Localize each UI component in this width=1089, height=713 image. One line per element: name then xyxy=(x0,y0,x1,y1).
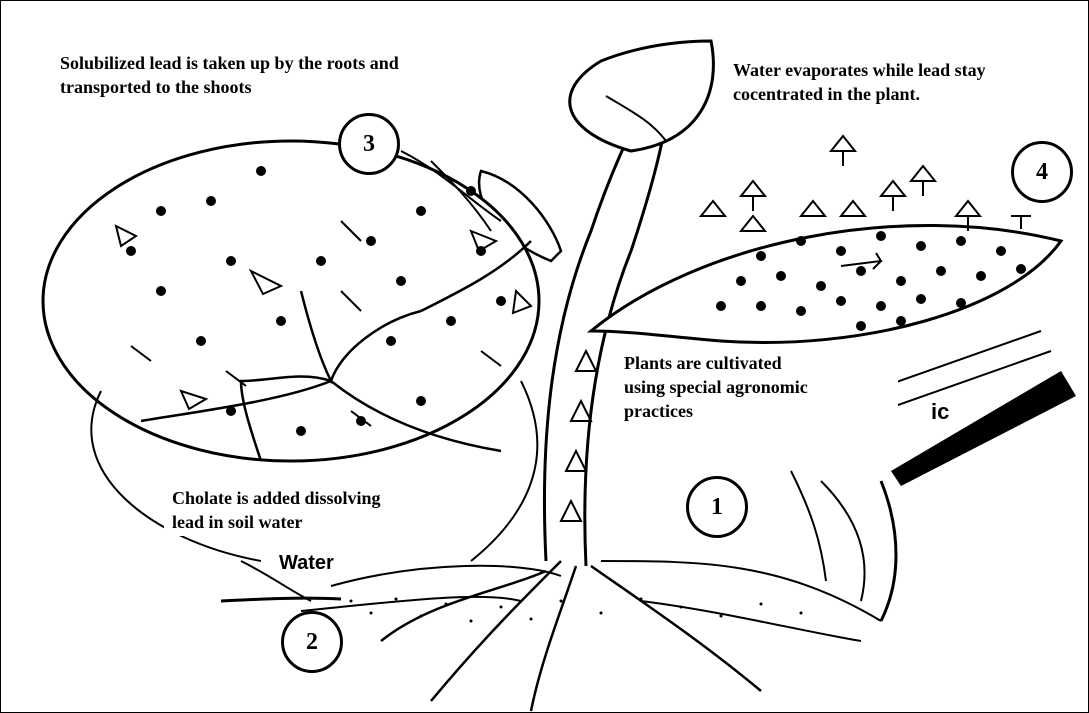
label-step4: Water evaporates while lead stay cocentr… xyxy=(729,56,1082,108)
roots xyxy=(381,561,761,711)
step-marker-4: 4 xyxy=(1011,141,1073,203)
magnified-root-zone xyxy=(43,141,539,461)
stem-arrows xyxy=(561,351,596,521)
step-marker-1: 1 xyxy=(686,476,748,538)
tool-handle xyxy=(891,371,1076,486)
step-marker-3: 3 xyxy=(338,113,400,175)
evaporation-arrows xyxy=(701,136,1031,231)
label-step2: Cholate is added dissolving lead in soil… xyxy=(164,484,480,536)
step-marker-2: 2 xyxy=(281,611,343,673)
label-step1: Plants are cultivated using special agro… xyxy=(618,349,898,453)
top-leaf xyxy=(570,41,714,151)
right-leaf xyxy=(591,225,1061,342)
illustration-partial-word: ic xyxy=(931,399,949,424)
illustration-water-word: Water xyxy=(279,552,334,574)
label-step3: Solubilized lead is taken up by the root… xyxy=(56,49,554,101)
stem xyxy=(544,111,666,566)
